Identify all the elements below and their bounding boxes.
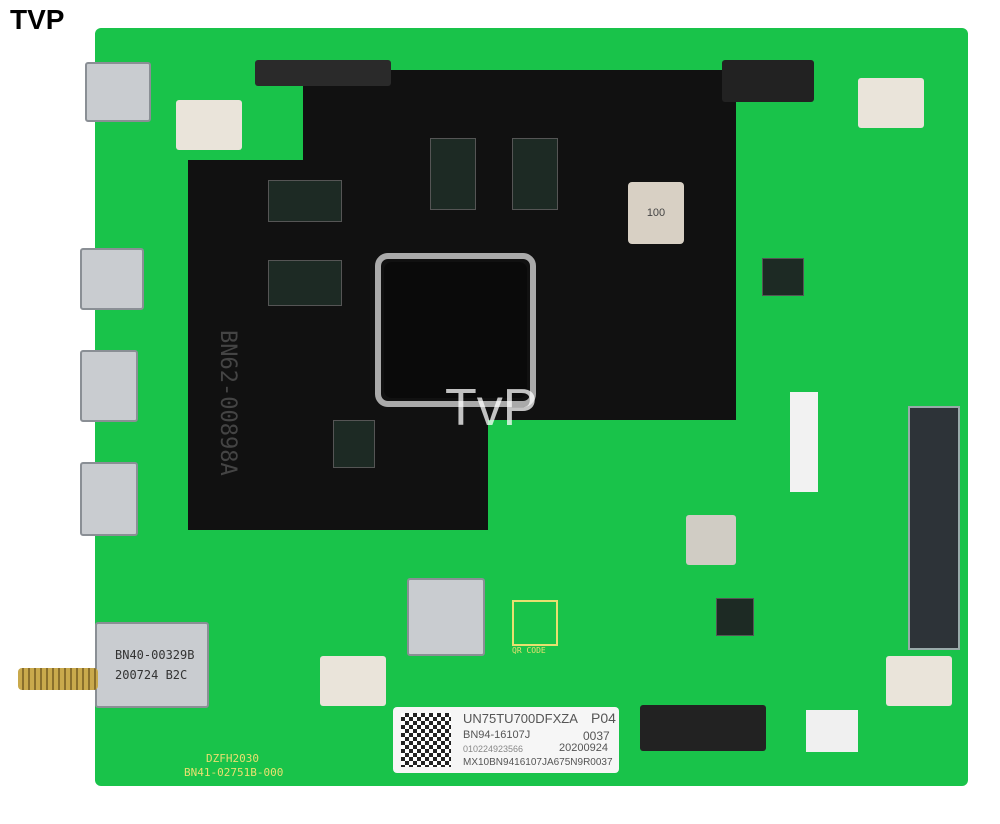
shield-marking: BN62-00898A xyxy=(215,330,240,476)
hdmi-port xyxy=(80,462,138,536)
chip xyxy=(762,258,804,296)
product-label: UN75TU700DFXZA P04 BN94-16107J 0037 0102… xyxy=(393,707,619,773)
mount-pad xyxy=(858,78,924,128)
lvds-connector xyxy=(908,406,960,650)
tuner: BN40-00329B 200724 B2C xyxy=(95,622,209,708)
mount-pad xyxy=(320,656,386,706)
coax-connector xyxy=(18,668,98,690)
connector xyxy=(806,710,858,752)
connector xyxy=(640,705,766,751)
watermark-logo: TVP xyxy=(10,4,65,35)
chip xyxy=(333,420,375,468)
mount-pad xyxy=(176,100,242,150)
memory-chip xyxy=(430,138,476,210)
silkscreen-code: DZFH2030 xyxy=(206,752,259,765)
sticker xyxy=(790,392,818,492)
inductor xyxy=(686,515,736,565)
usb-port xyxy=(85,62,151,122)
usb-port xyxy=(80,248,144,310)
qr-outline xyxy=(512,600,558,646)
ethernet-port xyxy=(407,578,485,656)
memory-chip xyxy=(268,180,342,222)
chip xyxy=(716,598,754,636)
mount-pad xyxy=(886,656,952,706)
memory-chip xyxy=(268,260,342,306)
qr-code xyxy=(401,713,451,767)
silkscreen-part: BN41-02751B-000 xyxy=(184,766,284,779)
memory-chip xyxy=(512,138,558,210)
connector xyxy=(255,60,391,86)
inductor: 100 xyxy=(628,182,684,244)
hdmi-port xyxy=(80,350,138,422)
watermark-text: TvP xyxy=(445,379,538,437)
connector xyxy=(722,60,814,102)
